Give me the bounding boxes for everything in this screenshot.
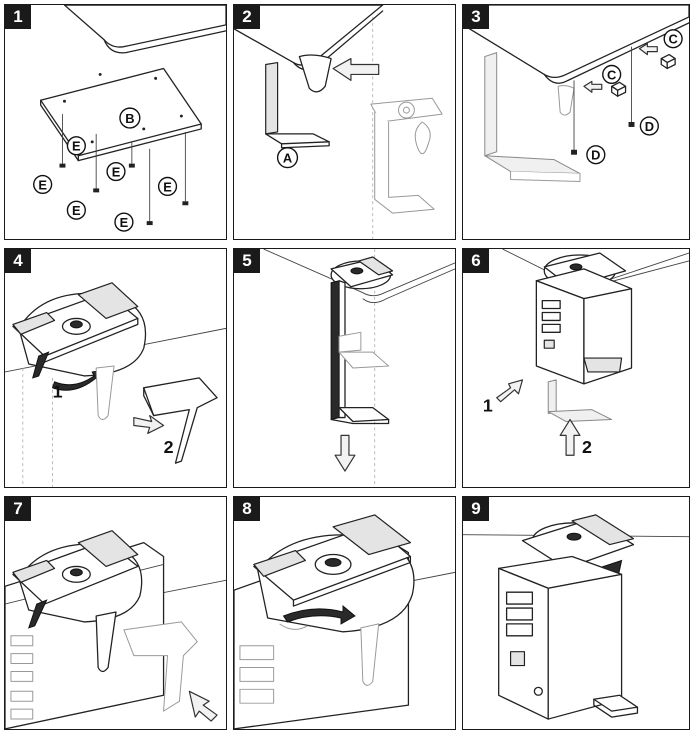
svg-text:D: D xyxy=(591,148,600,163)
callout-b: B xyxy=(119,107,141,129)
step-3-panel: 3 C C D D xyxy=(462,4,690,240)
step-number: 5 xyxy=(234,249,260,273)
step-5-panel: 5 xyxy=(233,248,456,488)
sequence-label: 1 xyxy=(483,396,493,416)
svg-text:E: E xyxy=(112,165,121,180)
callout-d: D xyxy=(586,145,606,165)
step-6-callouts: 1 2 xyxy=(483,396,592,458)
arrow-right-icon xyxy=(133,414,165,435)
svg-text:E: E xyxy=(72,139,81,154)
step-number: 9 xyxy=(463,497,489,521)
arrow-left-icon xyxy=(188,690,218,722)
callout-e: E xyxy=(66,200,86,220)
svg-text:E: E xyxy=(38,177,47,192)
arrow-up-icon xyxy=(559,418,581,456)
arrow-right-icon xyxy=(496,379,524,403)
step-4-illustration xyxy=(5,282,226,487)
step-number: 8 xyxy=(234,497,260,521)
ghost-holder xyxy=(370,97,443,214)
svg-text:E: E xyxy=(120,215,129,230)
step-number: 4 xyxy=(5,249,31,273)
callout-e: E xyxy=(157,176,178,197)
svg-text:A: A xyxy=(283,151,292,166)
step-number: 3 xyxy=(463,5,489,29)
step-7-panel: 7 xyxy=(4,496,227,730)
callout-c: C xyxy=(602,64,622,85)
callout-a: A xyxy=(276,147,299,169)
svg-text:E: E xyxy=(72,203,81,218)
step-8-panel: 8 xyxy=(233,496,456,730)
svg-text:C: C xyxy=(668,32,677,47)
svg-text:B: B xyxy=(125,111,134,126)
step-9-panel: 9 xyxy=(462,496,690,730)
callout-e: E xyxy=(114,212,134,232)
callout-e: E xyxy=(66,136,86,156)
step-4-panel: 4 1 2 xyxy=(4,248,227,488)
sequence-label: 1 xyxy=(53,382,63,402)
callout-e: E xyxy=(106,161,126,182)
callout-d: D xyxy=(639,116,659,136)
step-number: 2 xyxy=(234,5,260,29)
step-3-callouts: C C D D xyxy=(586,29,683,165)
step-1-callouts: B E E E E E E xyxy=(33,107,178,232)
callout-c: C xyxy=(663,29,683,49)
step-number: 6 xyxy=(463,249,489,273)
callout-e: E xyxy=(33,174,53,195)
step-6-panel: 6 1 2 xyxy=(462,248,690,488)
arrow-left-icon xyxy=(332,57,380,81)
sequence-label: 2 xyxy=(582,437,592,457)
rotate-arrow-icon xyxy=(282,605,356,625)
step-9-illustration xyxy=(463,514,689,720)
step-2-callouts: A xyxy=(276,147,299,169)
step-1-illustration xyxy=(40,5,226,226)
step-6-illustration xyxy=(496,249,689,456)
step-2-panel: 2 A xyxy=(233,4,456,240)
sequence-label: 2 xyxy=(164,437,174,457)
step-2-illustration xyxy=(234,5,443,239)
screw-icon xyxy=(59,114,189,226)
step-7-illustration xyxy=(5,530,226,729)
arrow-down-icon xyxy=(334,434,356,472)
step-number: 1 xyxy=(5,5,31,29)
step-3-illustration xyxy=(463,5,689,182)
step-1-panel: 1 B E E E E E E xyxy=(4,4,227,240)
step-number: 7 xyxy=(5,497,31,521)
svg-text:E: E xyxy=(163,179,172,194)
step-5-illustration xyxy=(263,249,455,487)
step-8-illustration xyxy=(234,514,455,729)
svg-text:D: D xyxy=(645,119,654,134)
svg-text:C: C xyxy=(607,67,616,82)
step-4-callouts: 1 2 xyxy=(53,382,174,457)
